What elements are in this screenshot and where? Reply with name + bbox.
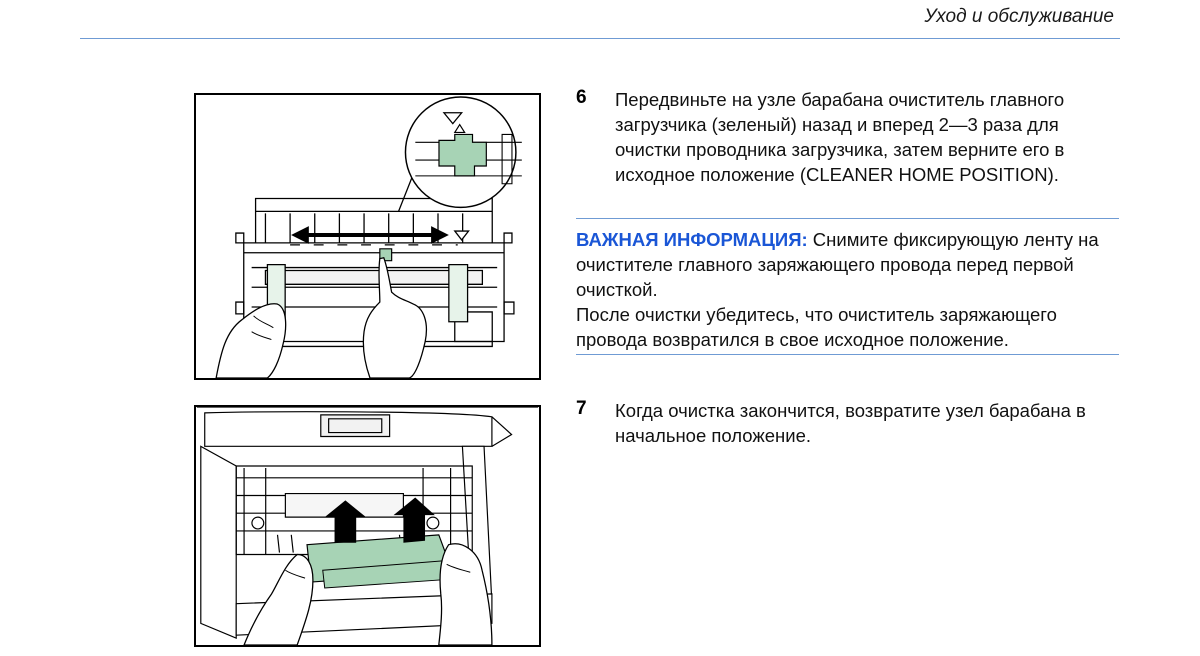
- drum-cleaner-illustration: [215, 96, 522, 378]
- note-divider-top: [576, 218, 1119, 219]
- important-note-line1: ВАЖНАЯ ИНФОРМАЦИЯ: Снимите фиксирующую л…: [576, 227, 1121, 302]
- important-note-label: ВАЖНАЯ ИНФОРМАЦИЯ:: [576, 229, 808, 250]
- important-note-text1: Снимите фиксирующую ленту на очистителе …: [576, 229, 1099, 300]
- step-number-7: 7: [576, 398, 587, 419]
- step-number-6: 6: [576, 87, 587, 108]
- page-header-title: Уход и обслуживание: [924, 6, 1114, 27]
- note-divider-bottom: [576, 354, 1119, 355]
- header-divider: [80, 38, 1120, 39]
- drum-reinsert-illustration: [196, 407, 539, 645]
- important-note: ВАЖНАЯ ИНФОРМАЦИЯ: Снимите фиксирующую л…: [576, 227, 1121, 352]
- figure-drum-reinsert: [194, 405, 541, 647]
- important-note-text2: После очистки убедитесь, что очиститель …: [576, 304, 1057, 350]
- step-text-7: Когда очистка закончится, возвратите узе…: [615, 400, 1086, 446]
- figure-drum-cleaner: [194, 93, 541, 380]
- step-text-6: Передвиньте на узле барабана очиститель …: [615, 89, 1065, 185]
